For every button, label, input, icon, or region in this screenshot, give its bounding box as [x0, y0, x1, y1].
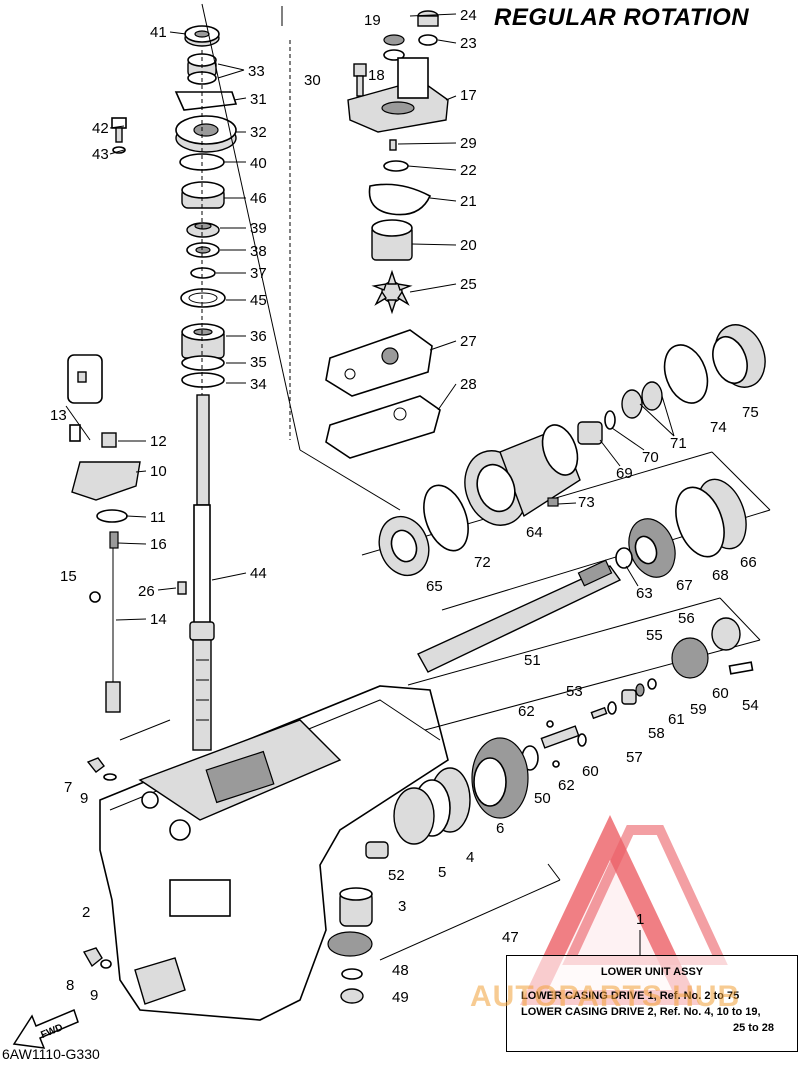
fasteners-left [82, 757, 117, 969]
callout-29: 29 [460, 135, 477, 152]
callout-55: 55 [646, 627, 663, 644]
callout-38: 38 [250, 243, 267, 260]
callout-20: 20 [460, 237, 477, 254]
callout-26: 26 [138, 583, 155, 600]
callout-45: 45 [250, 292, 267, 309]
shift-assembly [65, 354, 141, 713]
callout-67: 67 [676, 577, 693, 594]
callout-51: 51 [524, 652, 541, 669]
callout-56: 56 [678, 610, 695, 627]
callout-labels: 41 33 31 32 42 43 40 46 39 38 37 45 36 3… [50, 7, 759, 1006]
callout-42: 42 [92, 120, 109, 137]
callout-69: 69 [616, 465, 633, 482]
fwd-arrow-icon: FWD [12, 1008, 79, 1049]
callout-33: 33 [248, 63, 265, 80]
callout-60b: 60 [582, 763, 599, 780]
bolt-42 [111, 117, 127, 154]
callout-63: 63 [636, 585, 653, 602]
water-pump-assembly [325, 10, 449, 459]
callout-30: 30 [304, 72, 321, 89]
diagram-title: REGULAR ROTATION [494, 4, 750, 31]
callout-24: 24 [460, 7, 477, 24]
legend-number: 1 [636, 911, 644, 928]
callout-71: 71 [670, 435, 687, 452]
callout-15: 15 [60, 568, 77, 585]
callout-10: 10 [150, 463, 167, 480]
callout-46: 46 [250, 190, 267, 207]
callout-44: 44 [250, 565, 267, 582]
callout-28: 28 [460, 376, 477, 393]
callout-11: 11 [150, 509, 166, 526]
lower-casing [99, 685, 449, 1021]
callout-47: 47 [502, 929, 519, 946]
callout-16: 16 [150, 536, 167, 553]
callout-50: 50 [534, 790, 551, 807]
callout-74: 74 [710, 419, 727, 436]
legend-box: LOWER UNIT ASSY LOWER CASING DRIVE 1, Re… [506, 955, 798, 1052]
callout-61: 61 [668, 711, 685, 728]
callout-59: 59 [690, 701, 707, 718]
callout-60a: 60 [712, 685, 729, 702]
callout-27: 27 [460, 333, 477, 350]
legend-row-3: 25 to 28 [733, 1022, 774, 1034]
callout-8: 8 [66, 977, 74, 994]
callout-4: 4 [466, 849, 474, 866]
callout-58: 58 [648, 725, 665, 742]
callout-2: 2 [82, 904, 90, 921]
callout-7: 7 [64, 779, 72, 796]
callout-62b: 62 [558, 777, 575, 794]
callout-57: 57 [626, 749, 643, 766]
callout-72: 72 [474, 554, 491, 571]
callout-43: 43 [92, 146, 109, 163]
callout-65: 65 [426, 578, 443, 595]
propeller-shaft-housing [327, 324, 766, 1004]
callout-54: 54 [742, 697, 759, 714]
callout-19: 19 [364, 12, 381, 29]
callout-73: 73 [578, 494, 595, 511]
callout-13: 13 [50, 407, 67, 424]
legend-title: LOWER UNIT ASSY [600, 966, 704, 978]
callout-14: 14 [150, 611, 167, 628]
callout-37: 37 [250, 265, 267, 282]
callout-9b: 9 [90, 987, 98, 1004]
callout-75: 75 [742, 404, 759, 421]
diagram-code: 6AW1110-G330 [2, 1046, 100, 1062]
callout-22: 22 [460, 162, 477, 179]
callout-35: 35 [250, 354, 267, 371]
callout-64: 64 [526, 524, 543, 541]
callout-70: 70 [642, 449, 659, 466]
leader-lines [109, 13, 675, 621]
callout-21: 21 [460, 193, 477, 210]
watermark-text: AUTOPARTS HUB [470, 980, 741, 1013]
callout-9a: 9 [80, 790, 88, 807]
callout-52: 52 [388, 867, 405, 884]
legend-row-2: LOWER CASING DRIVE 2, Ref. No. 4, 10 to … [521, 1006, 761, 1018]
callout-40: 40 [250, 155, 267, 172]
callout-66: 66 [740, 554, 757, 571]
callout-6: 6 [496, 820, 504, 837]
callout-34: 34 [250, 376, 267, 393]
callout-49: 49 [392, 989, 409, 1006]
callout-5: 5 [438, 864, 446, 881]
callout-3: 3 [398, 898, 406, 915]
callout-36: 36 [250, 328, 267, 345]
legend-row-1: LOWER CASING DRIVE 1, Ref. No. 2 to 75 [521, 990, 740, 1002]
callout-25: 25 [460, 276, 477, 293]
callout-68: 68 [712, 567, 729, 584]
callout-32: 32 [250, 124, 267, 141]
driveshaft-assembly [174, 25, 238, 751]
callout-17: 17 [460, 87, 477, 104]
callout-18: 18 [368, 67, 385, 84]
callout-23: 23 [460, 35, 477, 52]
callout-39: 39 [250, 220, 267, 237]
callout-62a: 62 [518, 703, 535, 720]
callout-12: 12 [150, 433, 167, 450]
callout-41: 41 [150, 24, 167, 41]
callout-53: 53 [566, 683, 583, 700]
callout-48: 48 [392, 962, 409, 979]
callout-31: 31 [250, 91, 267, 108]
